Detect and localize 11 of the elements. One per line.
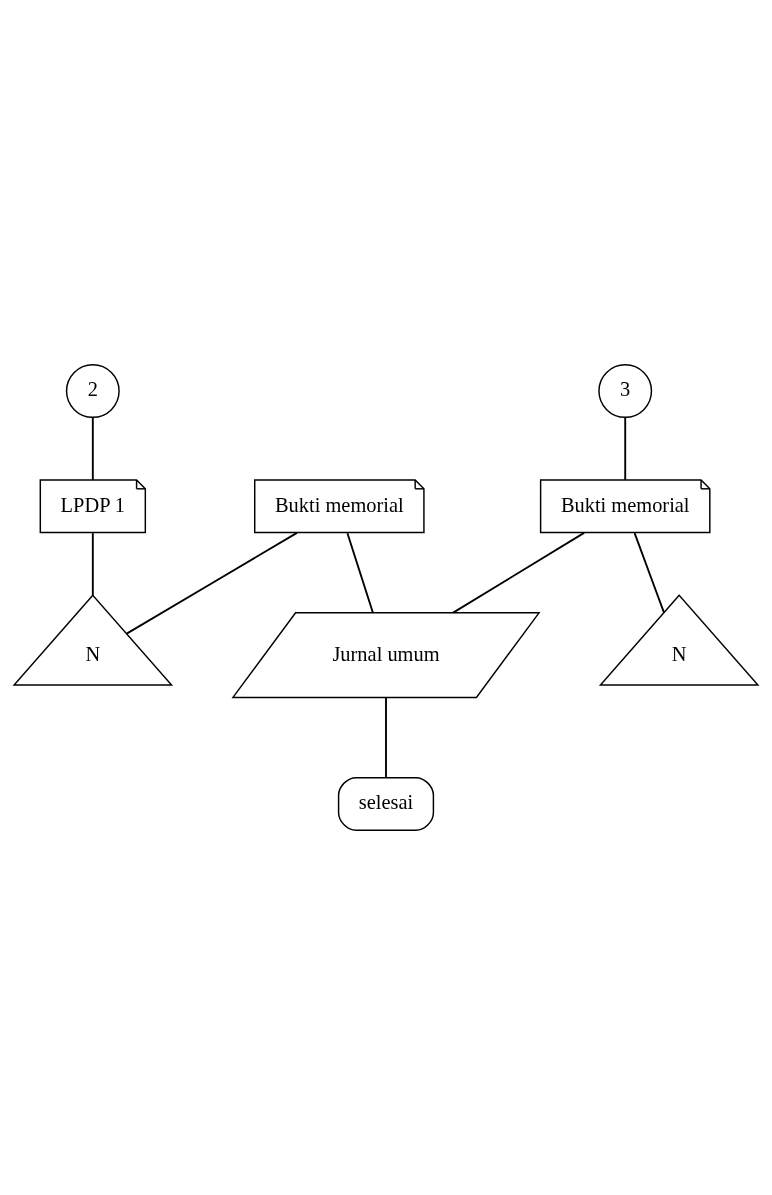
node-circle: 3 <box>598 364 653 419</box>
connector <box>633 532 665 614</box>
connector <box>624 416 627 481</box>
node-box: selesai <box>337 776 435 831</box>
connector <box>125 531 298 635</box>
connector <box>91 416 94 481</box>
node-circle: 2 <box>65 364 120 419</box>
connector <box>385 696 387 779</box>
connector <box>452 531 586 614</box>
connector <box>91 532 94 597</box>
connector <box>346 532 374 614</box>
